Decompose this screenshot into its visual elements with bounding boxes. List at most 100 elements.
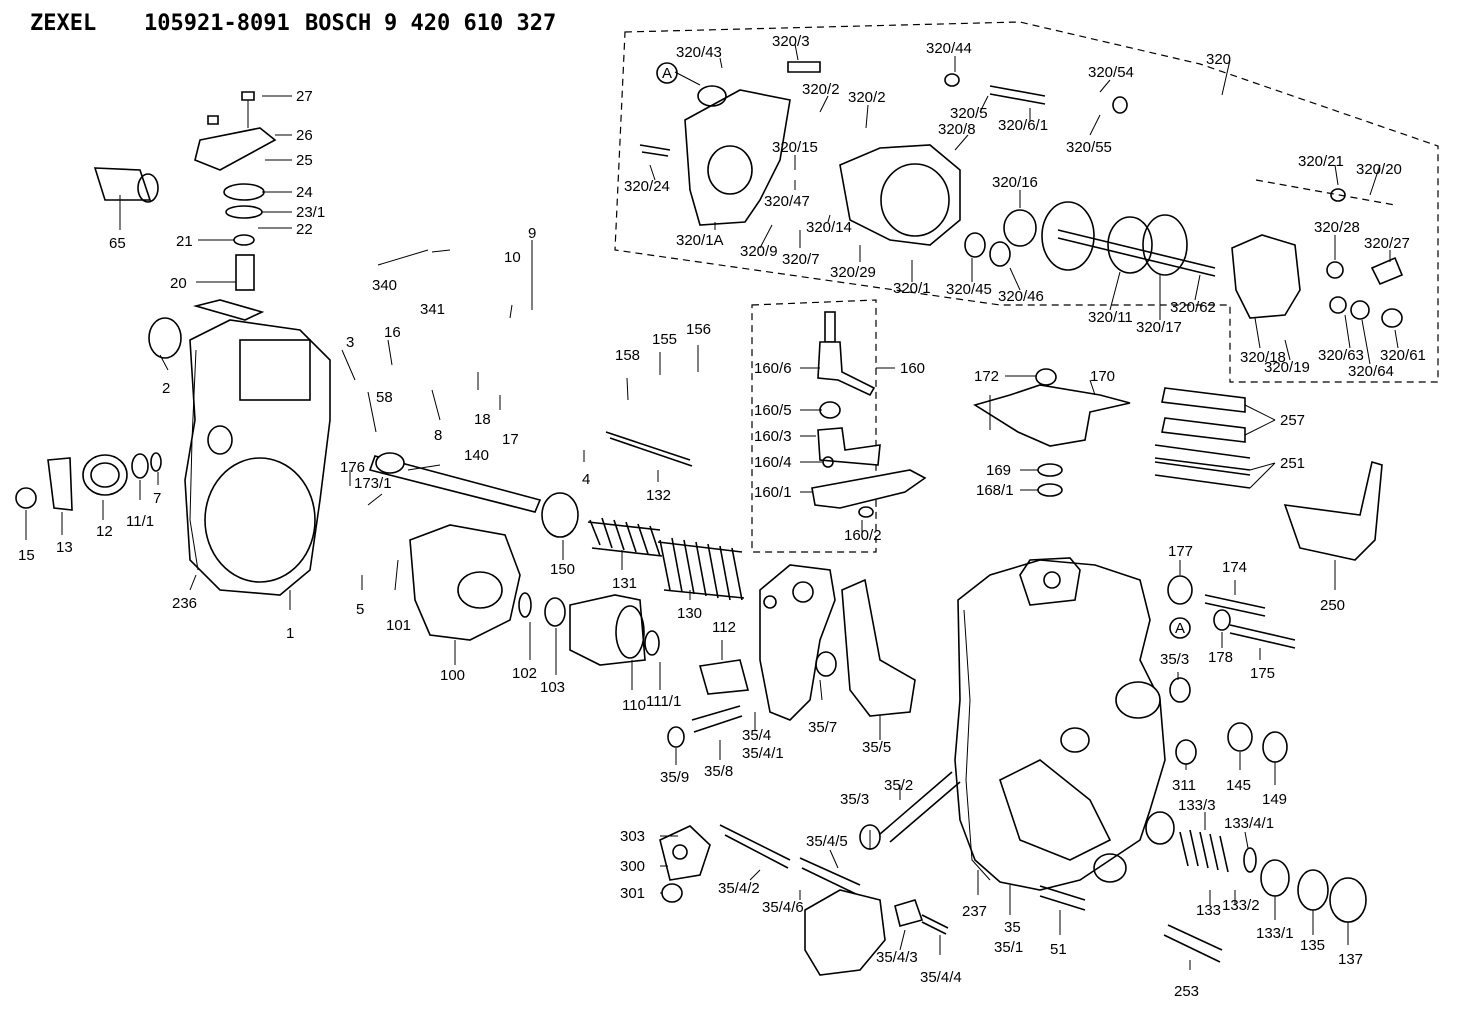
part-label: 130 — [677, 605, 702, 622]
part-label: 155 — [652, 331, 677, 348]
part-label: 15 — [18, 547, 35, 564]
bolt-174 — [1204, 594, 1266, 617]
part-label: 173/1 — [354, 475, 392, 492]
lever-160-6 — [817, 341, 876, 397]
part-label: 13 — [56, 539, 73, 556]
sleeve-110-body — [569, 594, 646, 666]
lever-170-plate — [973, 384, 1131, 447]
part-label: 320/17 — [1136, 319, 1182, 336]
spring-130 — [657, 537, 745, 601]
part-label: 35/3 — [840, 791, 869, 808]
callouts: A A — [656, 62, 1191, 639]
group-160-boundary — [751, 299, 877, 553]
part-label: 174 — [1222, 559, 1247, 576]
spring-35-4-6 — [799, 857, 861, 896]
housing-gasket-237 — [963, 609, 991, 881]
nut-177 — [1167, 575, 1193, 605]
nut-145 — [1227, 722, 1253, 752]
tube-257-b — [1161, 417, 1246, 443]
bracket-25 — [194, 127, 277, 171]
sleeve-65 — [93, 167, 159, 203]
part-label: 320/43 — [676, 44, 722, 61]
lever-35-5 — [841, 578, 916, 717]
part-label: 35/4 — [742, 727, 771, 744]
spring-160-5 — [819, 401, 841, 419]
clip-35-9 — [667, 726, 685, 748]
part-label: 133/1 — [1256, 925, 1294, 942]
part-label: 133 — [1196, 902, 1221, 919]
screw-320-24 — [639, 144, 671, 157]
part-label: 35/7 — [808, 719, 837, 736]
spring-320-16 — [1003, 209, 1037, 247]
part-label: 320/3 — [772, 33, 810, 50]
pump-housing-35 — [954, 557, 1175, 891]
part-label: 101 — [386, 617, 411, 634]
shaft-320-62 — [1057, 229, 1216, 277]
part-label: 4 — [582, 471, 590, 488]
part-label: 140 — [464, 447, 489, 464]
lever-35-4-plate — [759, 564, 836, 721]
group-320-parts — [639, 61, 1404, 328]
part-label: 9 — [528, 225, 536, 242]
part-label: 320/21 — [1298, 153, 1344, 170]
part-label: 320/20 — [1356, 161, 1402, 178]
sleeve-110-face — [615, 605, 645, 659]
part-label: 22 — [296, 221, 313, 238]
part-label: 21 — [176, 233, 193, 250]
collar-150 — [541, 492, 579, 538]
part-label: 35/4/3 — [876, 949, 918, 966]
spring-132 — [605, 431, 693, 467]
callout-a-circle-bottom — [1169, 617, 1191, 639]
right-components — [1154, 387, 1383, 765]
part-label: 301 — [620, 885, 645, 902]
part-label: 112 — [712, 619, 736, 636]
group-160-parts — [811, 311, 927, 518]
part-label: 131 — [612, 575, 637, 592]
pin-160-6-top — [824, 311, 836, 343]
part-label: 320/5 — [950, 105, 988, 122]
part-label: 25 — [296, 152, 313, 169]
stud-253 — [1163, 924, 1223, 963]
washer-320-45 — [964, 232, 986, 258]
part-label: 320/9 — [740, 243, 778, 260]
housing-inner-web — [999, 759, 1112, 861]
header-brand-zexel: ZEXEL — [30, 11, 96, 36]
ring-7 — [150, 452, 162, 472]
part-label: 320/16 — [992, 174, 1038, 191]
nut-172 — [1035, 368, 1057, 386]
part-label: 145 — [1226, 777, 1251, 794]
plug-2 — [148, 317, 182, 359]
part-label: 320/61 — [1380, 347, 1426, 364]
part-label: 168/1 — [976, 482, 1014, 499]
group-320-boundary — [614, 21, 1439, 383]
part-label: 110 — [622, 697, 646, 714]
washer-320-28 — [1326, 261, 1344, 279]
part-label: 35/4/5 — [806, 833, 848, 850]
plate-20 — [192, 299, 265, 321]
header: ZEXEL 105921-8091 BOSCH 9 420 610 327 — [30, 11, 556, 36]
part-label: 320/29 — [830, 264, 876, 281]
part-label: 237 — [962, 903, 987, 920]
flyweight-body — [409, 524, 521, 641]
part-label: 320/62 — [1170, 299, 1216, 316]
washer-133-4-1 — [1243, 847, 1257, 873]
part-label: 320/27 — [1364, 235, 1410, 252]
header-zexel-number: 105921-8091 — [144, 11, 290, 36]
part-label: 320/47 — [764, 193, 810, 210]
part-label: 35/4/6 — [762, 899, 804, 916]
bolt-320-27 — [1370, 256, 1404, 286]
part-label: 133/3 — [1178, 797, 1216, 814]
header-brand-bosch: BOSCH — [305, 11, 371, 36]
cover-320-1a-bore — [707, 145, 753, 195]
cover-gasket-236 — [189, 349, 199, 571]
housing-top-flange — [1019, 557, 1081, 606]
nut-320-55 — [1112, 96, 1128, 114]
governor-springs — [587, 431, 745, 601]
part-label: 35/8 — [704, 763, 733, 780]
part-label: 320/19 — [1264, 359, 1310, 376]
cap-320-61 — [1381, 308, 1403, 328]
part-label: 51 — [1050, 941, 1067, 958]
part-labels: 27 26 25 24 23/1 22 21 20 65 340 341 10 … — [18, 33, 1426, 1000]
washer-168-1 — [1037, 483, 1063, 497]
